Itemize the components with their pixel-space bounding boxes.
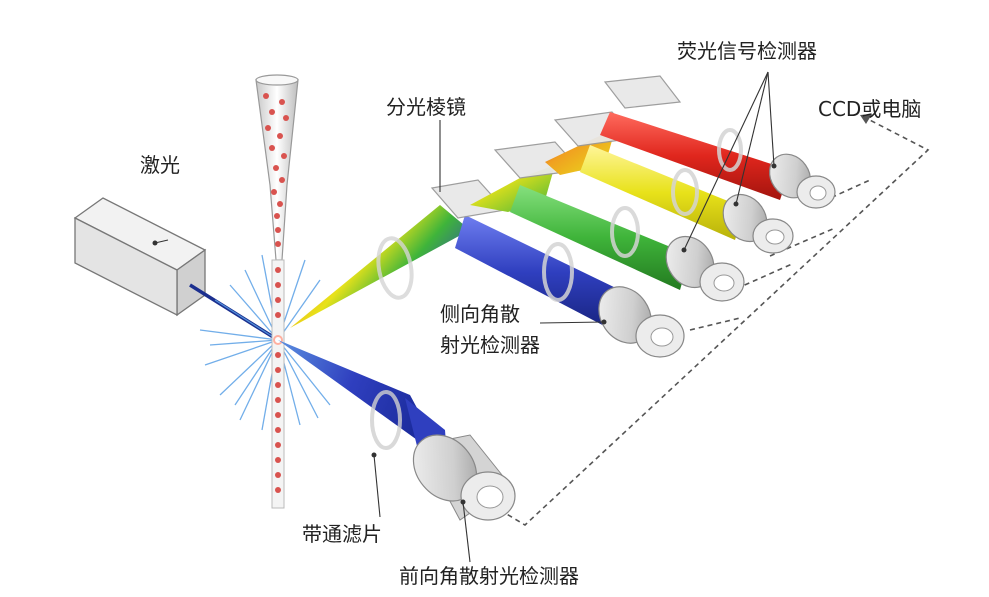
forward-scatter-detector bbox=[412, 434, 516, 521]
ccd-computer-label: CCD或电脑 bbox=[818, 97, 922, 121]
green-beam bbox=[510, 185, 690, 290]
ccd-arrow-icon bbox=[860, 114, 872, 124]
bandpass-filter-ring bbox=[370, 390, 402, 450]
signal-dashed-lines bbox=[499, 114, 930, 526]
cells bbox=[263, 93, 289, 493]
side-filter-ring bbox=[376, 236, 414, 300]
leader-lines bbox=[373, 71, 775, 563]
red-fluorescence-detector bbox=[768, 153, 836, 209]
side-scatter-label-line1: 侧向角散 bbox=[440, 302, 520, 326]
laser-pointer-line bbox=[154, 239, 169, 244]
prism-label: 分光棱镜 bbox=[386, 95, 466, 119]
forward-scatter-beam bbox=[278, 340, 445, 460]
side-scatter-beam bbox=[455, 215, 620, 330]
laser-source bbox=[73, 197, 207, 317]
prism-4 bbox=[603, 75, 682, 109]
yellow-fluorescence-detector bbox=[722, 193, 794, 254]
green-fluorescence-detector bbox=[665, 235, 745, 302]
bandpass-filter-label: 带通滤片 bbox=[302, 522, 382, 546]
forward-scatter-detector-label: 前向角散射光检测器 bbox=[399, 564, 579, 588]
filter-pointer-dot bbox=[371, 452, 377, 458]
laser-label: 激光 bbox=[140, 153, 180, 177]
yellow-beam bbox=[580, 145, 745, 240]
fluorescence-detectors-label: 荧光信号检测器 bbox=[677, 39, 817, 63]
side-scatter-detector bbox=[598, 286, 685, 358]
side-scatter-label-line2: 射光检测器 bbox=[440, 333, 540, 357]
